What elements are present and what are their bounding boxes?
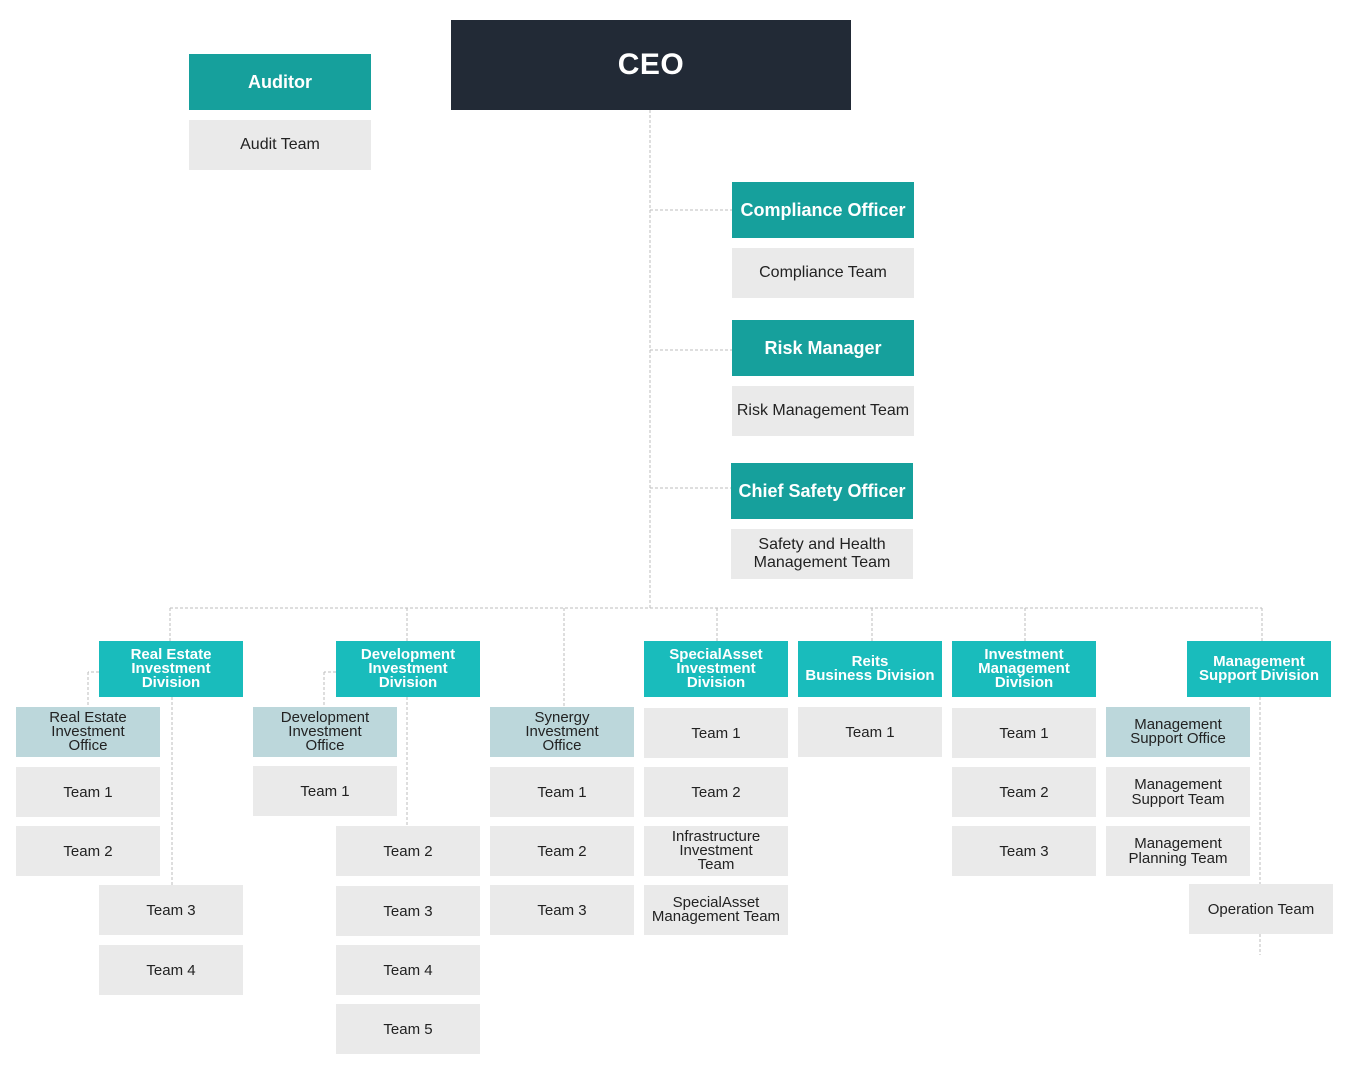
operation-team-box: Operation Team: [1189, 884, 1333, 934]
special-asset-team-box: SpecialAsset Management Team: [644, 885, 788, 935]
real-estate-team-box: Team 4: [99, 945, 243, 995]
safety-health-team-box: Safety and Health Management Team: [731, 529, 913, 579]
development-team-box: Team 1: [253, 766, 397, 816]
investment-management-team-box: Team 2: [952, 767, 1096, 817]
reits-division-box: Reits Business Division: [798, 641, 942, 697]
risk-management-team-box: Risk Management Team: [732, 386, 914, 436]
investment-management-team-box: Team 3: [952, 826, 1096, 876]
management-planning-team-box: Management Planning Team: [1106, 826, 1250, 876]
management-support-division-box: Management Support Division: [1187, 641, 1331, 697]
development-office-box: Development Investment Office: [253, 707, 397, 757]
risk-manager-box: Risk Manager: [732, 320, 914, 376]
synergy-office-box: Synergy Investment Office: [490, 707, 634, 757]
compliance-team-box: Compliance Team: [732, 248, 914, 298]
special-asset-team-box: Team 2: [644, 767, 788, 817]
special-asset-team-box: Team 1: [644, 708, 788, 758]
development-division-box: Development Investment Division: [336, 641, 480, 697]
development-team-box: Team 3: [336, 886, 480, 936]
synergy-team-box: Team 3: [490, 885, 634, 935]
compliance-officer-box: Compliance Officer: [732, 182, 914, 238]
investment-management-team-box: Team 1: [952, 708, 1096, 758]
ceo-box: CEO: [451, 20, 851, 110]
special-asset-team-box: Infrastructure Investment Team: [644, 826, 788, 876]
real-estate-office-box: Real Estate Investment Office: [16, 707, 160, 757]
development-team-box: Team 5: [336, 1004, 480, 1054]
synergy-team-box: Team 1: [490, 767, 634, 817]
management-support-office-box: Management Support Office: [1106, 707, 1250, 757]
audit-team-box: Audit Team: [189, 120, 371, 170]
management-support-team-box: Management Support Team: [1106, 767, 1250, 817]
development-team-box: Team 4: [336, 945, 480, 995]
real-estate-division-box: Real Estate Investment Division: [99, 641, 243, 697]
development-team-box: Team 2: [336, 826, 480, 876]
investment-management-division-box: Investment Management Division: [952, 641, 1096, 697]
special-asset-division-box: SpecialAsset Investment Division: [644, 641, 788, 697]
real-estate-team-box: Team 1: [16, 767, 160, 817]
auditor-box: Auditor: [189, 54, 371, 110]
chief-safety-officer-box: Chief Safety Officer: [731, 463, 913, 519]
real-estate-team-box: Team 2: [16, 826, 160, 876]
synergy-team-box: Team 2: [490, 826, 634, 876]
reits-team-box: Team 1: [798, 707, 942, 757]
real-estate-team-box: Team 3: [99, 885, 243, 935]
